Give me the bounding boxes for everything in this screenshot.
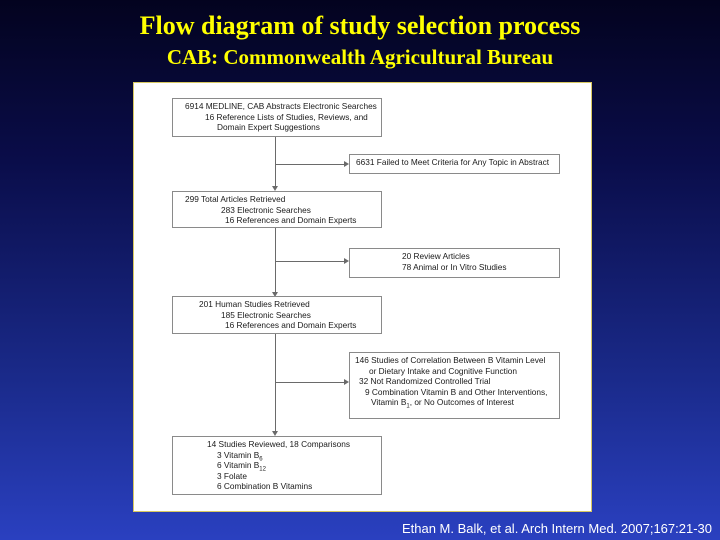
slide-subtitle: CAB: Commonwealth Agricultural Bureau xyxy=(166,45,554,69)
initial-search-box: 6914 MEDLINE, CAB Abstracts Electronic S… xyxy=(172,98,382,137)
connector-3-branch xyxy=(275,382,345,383)
box4-line3a: 6 Vitamin B xyxy=(217,460,260,471)
box4-line4: 3 Folate xyxy=(217,470,247,481)
articles-retrieved-box: 299 Total Articles Retrieved 283 Electro… xyxy=(172,191,382,228)
excl2-line2: 78 Animal or In Vitro Studies xyxy=(402,261,507,272)
arrow-right-icon xyxy=(344,258,349,264)
exclusion-box-2: 20 Review Articles 78 Animal or In Vitro… xyxy=(349,248,560,278)
excl3-line5-subscript: 1 xyxy=(406,404,410,411)
box1-line2: 16 Reference Lists of Studies, Reviews, … xyxy=(205,111,368,122)
connector-2-branch xyxy=(275,261,345,262)
citation: Ethan M. Balk, et al. Arch Intern Med. 2… xyxy=(401,521,712,536)
box4-line3: 6 Vitamin B12 xyxy=(177,460,377,473)
connector-1 xyxy=(275,137,276,188)
arrow-down-icon xyxy=(272,186,278,191)
excl3-line5: Vitamin B1, or No Outcomes of Interest xyxy=(354,397,555,411)
excl3-line5a: Vitamin B xyxy=(371,397,407,408)
box2-line2: 283 Electronic Searches xyxy=(221,204,311,215)
studies-reviewed-box: 14 Studies Reviewed, 18 Comparisons 3 Vi… xyxy=(172,436,382,495)
exclusion-box-1: 6631 Failed to Meet Criteria for Any Top… xyxy=(349,154,560,174)
excl1-line1: 6631 Failed to Meet Criteria for Any Top… xyxy=(356,157,550,167)
box4-line3-subscript: 12 xyxy=(259,466,266,473)
arrow-right-icon xyxy=(344,161,349,167)
excl3-line5b: , or No Outcomes of Interest xyxy=(409,397,514,408)
arrow-right-icon xyxy=(344,379,349,385)
box4-line5: 6 Combination B Vitamins xyxy=(217,481,313,492)
box2-line1: 299 Total Articles Retrieved xyxy=(185,194,286,204)
box3-line2: 185 Electronic Searches xyxy=(221,309,311,320)
flow-diagram-panel: 6914 MEDLINE, CAB Abstracts Electronic S… xyxy=(133,82,592,512)
arrow-down-icon xyxy=(272,292,278,297)
box3-line3: 16 References and Domain Experts xyxy=(225,320,357,331)
box4-line2-subscript: 6 xyxy=(259,456,263,463)
excl2-line1: 20 Review Articles xyxy=(402,251,470,261)
human-studies-box: 201 Human Studies Retrieved 185 Electron… xyxy=(172,296,382,334)
connector-1-branch xyxy=(275,164,345,165)
box1-line3: Domain Expert Suggestions xyxy=(217,122,320,133)
box4-line2: 3 Vitamin B6 xyxy=(177,449,377,463)
slide-title: Flow diagram of study selection process xyxy=(139,11,581,40)
excl3-line1: 146 Studies of Correlation Between B Vit… xyxy=(355,355,546,365)
excl3-line4: 9 Combination Vitamin B and Other Interv… xyxy=(365,386,548,397)
connector-3 xyxy=(275,334,276,433)
box1-line1: 6914 MEDLINE, CAB Abstracts Electronic S… xyxy=(185,101,377,111)
excl3-line3: 32 Not Randomized Controlled Trial xyxy=(359,376,491,387)
box3-line1: 201 Human Studies Retrieved xyxy=(199,299,310,309)
box2-line3: 16 References and Domain Experts xyxy=(225,215,357,226)
excl3-line2: or Dietary Intake and Cognitive Function xyxy=(369,365,518,376)
box4-line1: 14 Studies Reviewed, 18 Comparisons xyxy=(207,439,350,449)
box4-line2a: 3 Vitamin B xyxy=(217,449,260,460)
exclusion-box-3: 146 Studies of Correlation Between B Vit… xyxy=(349,352,560,419)
arrow-down-icon xyxy=(272,431,278,436)
